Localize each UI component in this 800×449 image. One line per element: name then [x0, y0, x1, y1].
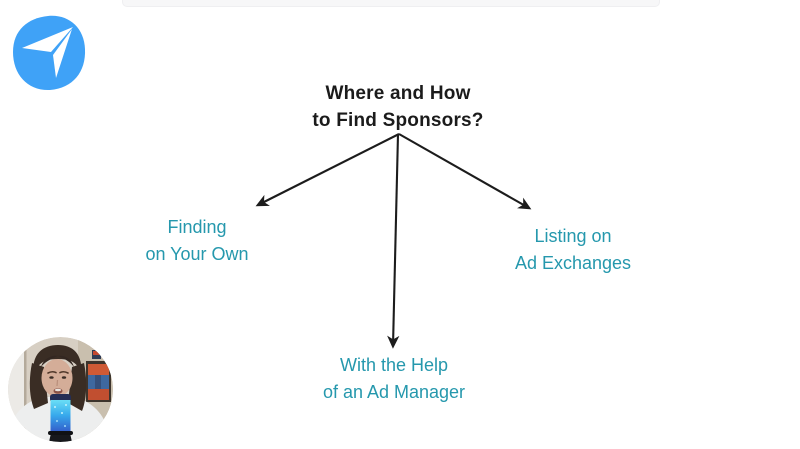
paper-plane-icon	[13, 15, 86, 91]
logo	[10, 14, 88, 92]
slide-title-line1: Where and How	[325, 83, 471, 104]
branch-finding-on-your-own: Finding on Your Own	[145, 214, 248, 268]
slide-title-line2: to Find Sponsors?	[312, 110, 484, 131]
branch-right-line1: Listing on	[534, 226, 612, 246]
arrow-middle	[387, 133, 400, 349]
presenter-webcam	[8, 337, 113, 442]
arrow-left	[255, 133, 400, 207]
arrow-right	[398, 133, 532, 210]
branch-bottom-line1: With the Help	[339, 355, 449, 375]
slide-title: Where and How to Find Sponsors?	[312, 80, 483, 134]
branch-with-help-of-ad-manager: With the Help of an Ad Manager	[323, 352, 465, 406]
branch-left-line2: on Your Own	[145, 244, 249, 264]
branch-bottom-line2: of an Ad Manager	[322, 382, 466, 402]
top-progress-bar	[122, 0, 660, 7]
branch-listing-on-ad-exchanges: Listing on Ad Exchanges	[515, 223, 631, 277]
branch-left-line1: Finding	[167, 217, 227, 237]
branch-right-line2: Ad Exchanges	[514, 253, 632, 273]
presenter-webcam-image	[8, 337, 113, 442]
